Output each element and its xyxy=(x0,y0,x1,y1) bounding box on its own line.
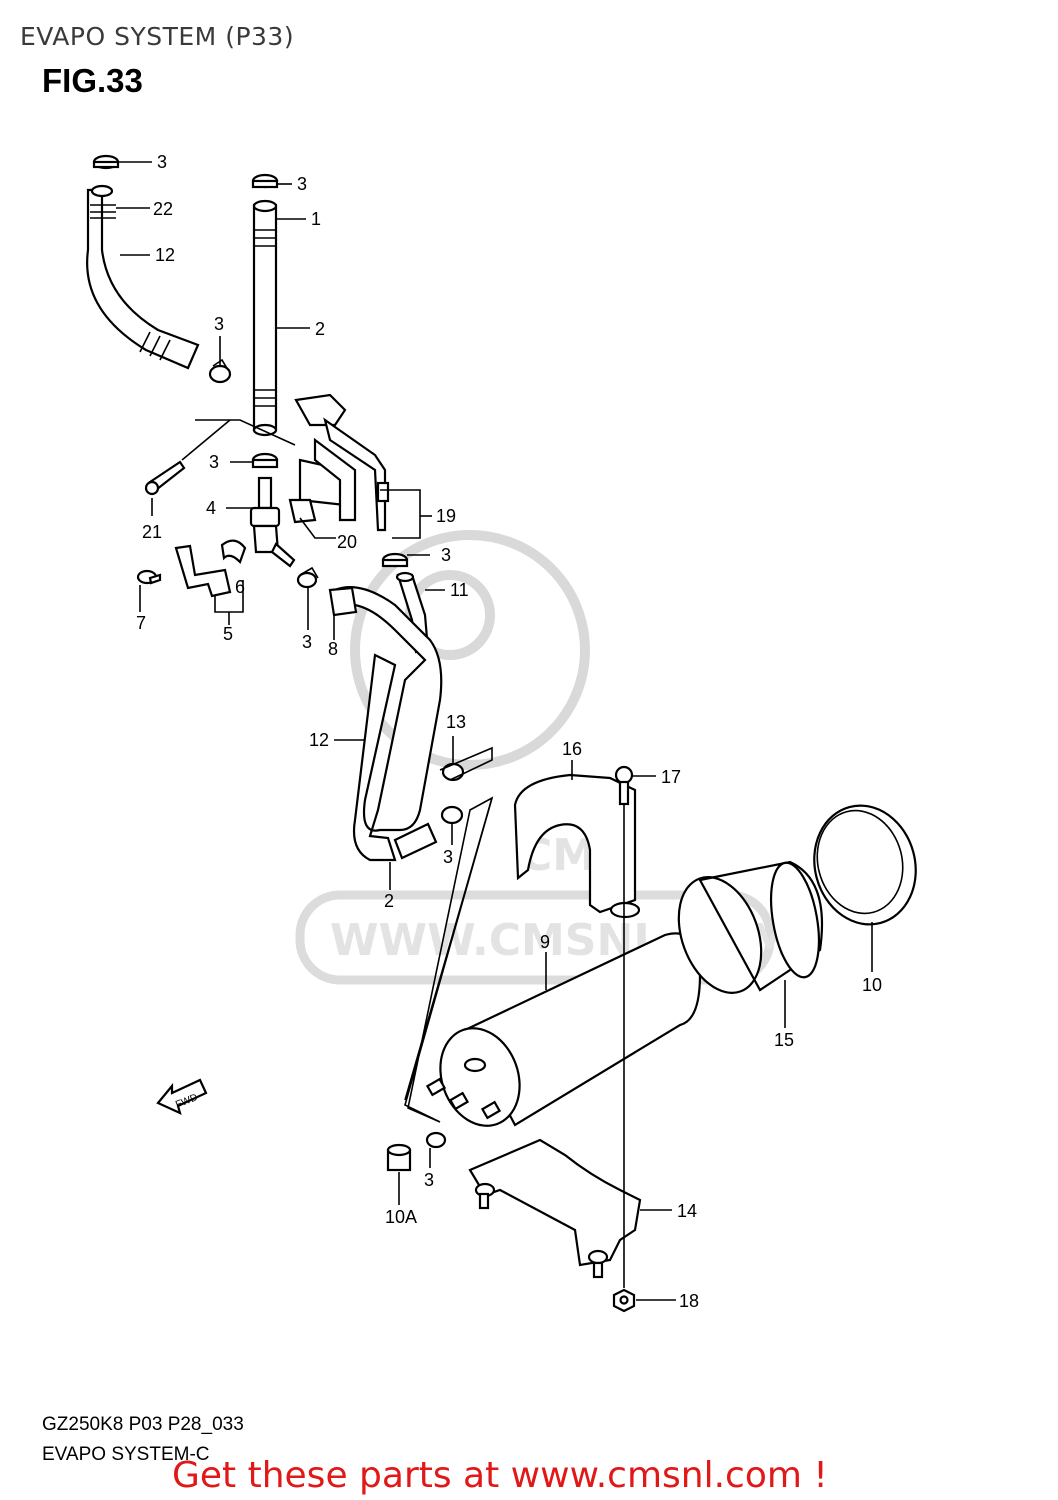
valve-part-4[interactable] xyxy=(249,476,296,568)
clamp-part-3-top-pipe[interactable] xyxy=(251,173,279,189)
callout-18: 18 xyxy=(679,1291,699,1311)
diagram-code: GZ250K8 P03 P28_033 xyxy=(42,1414,244,1435)
hose-part-12-long[interactable] xyxy=(328,586,443,862)
nut-part-18[interactable] xyxy=(612,1288,636,1313)
bracket-part-16[interactable] xyxy=(513,773,641,919)
hose-part-2-vertical[interactable] xyxy=(252,199,278,437)
bracket-part-14[interactable] xyxy=(468,1138,642,1279)
callout-11: 11 xyxy=(450,580,469,600)
callout-12: 12 xyxy=(309,730,329,750)
callout-16: 16 xyxy=(562,739,582,759)
callout-8: 8 xyxy=(328,639,338,659)
callout-1: 1 xyxy=(311,209,321,229)
hose-part-12-top[interactable] xyxy=(86,184,200,370)
callout-21: 21 xyxy=(142,522,162,542)
canister-part-9[interactable] xyxy=(425,932,702,1137)
callout-3: 3 xyxy=(443,847,453,867)
callout-19: 19 xyxy=(436,506,456,526)
callout-3: 3 xyxy=(157,152,167,172)
callout-13: 13 xyxy=(446,712,466,732)
diagram-name: EVAPO SYSTEM-C xyxy=(42,1444,210,1465)
callout-3: 3 xyxy=(297,174,307,194)
clip-part-20[interactable] xyxy=(288,498,317,524)
clamp-part-3-top-left[interactable] xyxy=(92,154,120,170)
callout-20: 20 xyxy=(337,532,357,552)
callout-17: 17 xyxy=(661,767,681,787)
callout-3: 3 xyxy=(441,545,451,565)
fwd-arrow-icon: FWD xyxy=(156,1078,208,1115)
mounting-outline xyxy=(404,746,494,1123)
cap-part-10[interactable] xyxy=(801,794,929,936)
plug-part-10a[interactable] xyxy=(386,1143,412,1172)
callout-3: 3 xyxy=(424,1170,434,1190)
callout-3: 3 xyxy=(214,314,224,334)
callout-6: 6 xyxy=(235,577,245,597)
bolt-part-21[interactable] xyxy=(144,460,186,496)
callout-4: 4 xyxy=(206,498,216,518)
callout-labels: 3 22 12 3 1 2 3 3 4 19 20 21 6 7 5 3 8 3… xyxy=(136,152,882,1311)
page-title: EVAPO SYSTEM (P33) xyxy=(20,22,295,51)
sleeve-part-15[interactable] xyxy=(664,859,827,1004)
callout-3: 3 xyxy=(209,452,219,472)
bracket-part-19[interactable] xyxy=(294,393,390,532)
callout-2: 2 xyxy=(315,319,325,339)
clamp-part-5[interactable] xyxy=(174,539,247,598)
clamp-part-3-hose-11[interactable] xyxy=(381,552,409,568)
figure-title: FIG.33 xyxy=(42,62,143,99)
callout-3: 3 xyxy=(302,632,312,652)
callout-14: 14 xyxy=(677,1201,697,1221)
callout-10a: 10A xyxy=(385,1207,417,1227)
callout-5: 5 xyxy=(223,624,233,644)
clamp-part-13[interactable] xyxy=(440,762,465,825)
callout-9: 9 xyxy=(540,932,550,952)
callout-22: 22 xyxy=(153,199,173,219)
cta-link[interactable]: Get these parts at www.cmsnl.com ! xyxy=(172,1455,828,1496)
screw-part-7[interactable] xyxy=(136,569,162,585)
callout-15: 15 xyxy=(774,1030,794,1050)
callout-12: 12 xyxy=(155,245,175,265)
clamp-part-3-valve[interactable] xyxy=(251,452,279,469)
callout-10: 10 xyxy=(862,975,882,995)
screw-part-17[interactable] xyxy=(614,765,634,806)
callout-2: 2 xyxy=(384,891,394,911)
clamp-part-3-hose-8[interactable] xyxy=(296,566,319,589)
leader-lines xyxy=(116,161,873,1301)
clamp-part-3-canister[interactable] xyxy=(425,1131,447,1149)
callout-7: 7 xyxy=(136,613,146,633)
